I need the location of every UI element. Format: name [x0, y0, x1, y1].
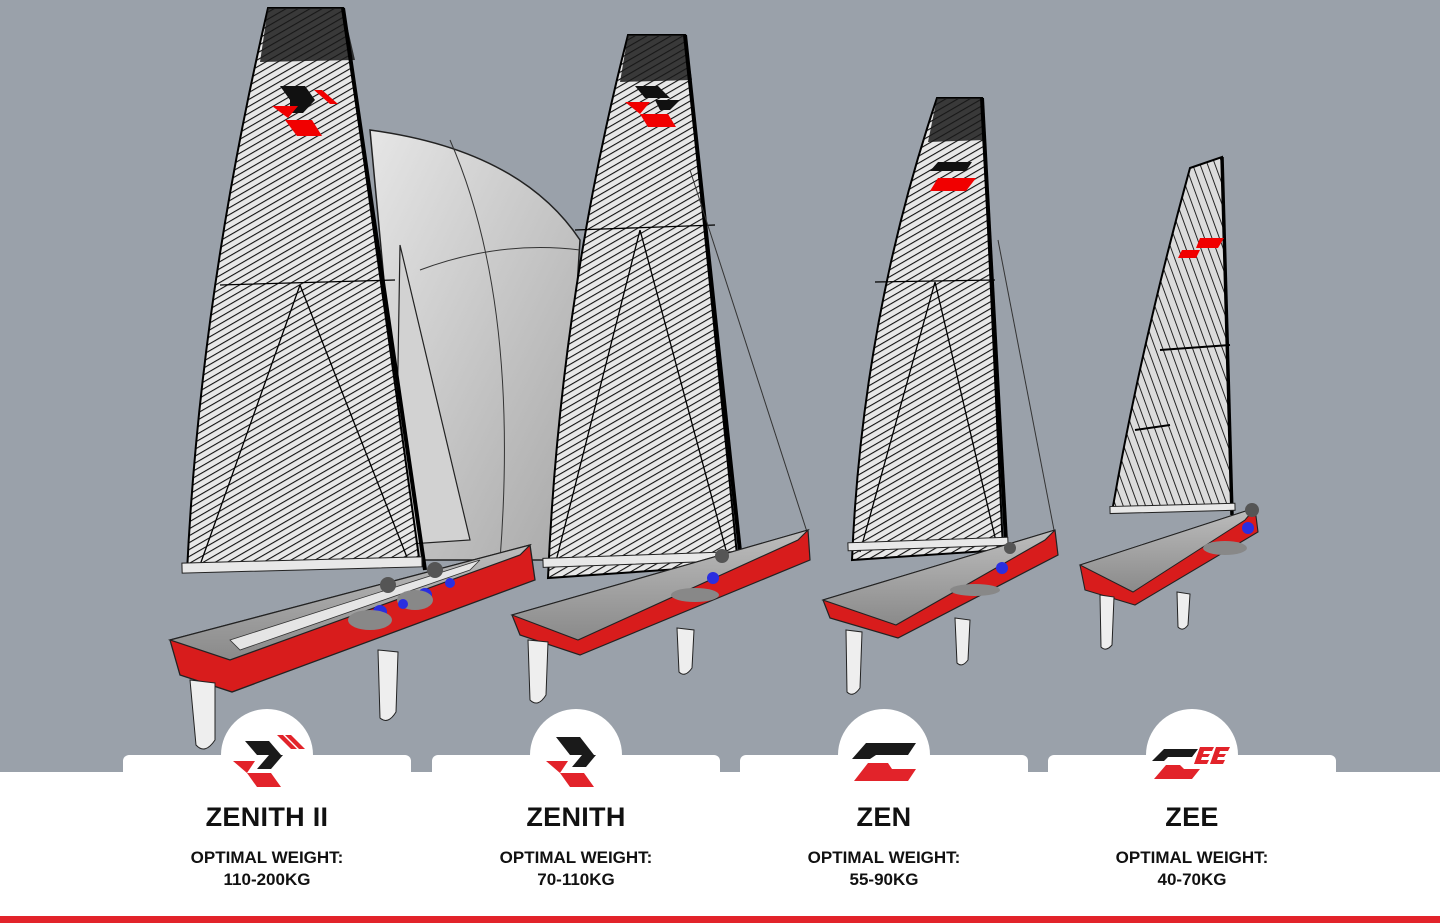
boat-zenith [510, 34, 811, 704]
model-card-zenith[interactable]: ZENITH OPTIMAL WEIGHT: 70-110KG [432, 709, 720, 917]
zenith-ii-logo-badge [221, 709, 313, 801]
zenith-logo-badge [530, 709, 622, 801]
weight-label: OPTIMAL WEIGHT: [499, 848, 653, 867]
model-card-zee[interactable]: ZEE OPTIMAL WEIGHT: 40-70KG [1048, 709, 1336, 917]
zenith-ii-logo-icon [233, 735, 305, 787]
boat-zen [821, 97, 1059, 695]
footer-accent-line [0, 916, 1440, 923]
zen-logo-icon [852, 743, 916, 781]
weight-range: 70-110KG [537, 870, 615, 889]
boat-zenith-ii [167, 7, 581, 750]
model-name: ZENITH [526, 802, 626, 832]
weight-label: OPTIMAL WEIGHT: [190, 848, 344, 867]
weight-range: 40-70KG [1157, 870, 1227, 889]
model-name: ZEN [856, 802, 912, 832]
model-card-zenith-ii[interactable]: ZENITH II OPTIMAL WEIGHT: 110-200KG [123, 709, 411, 917]
zee-logo-badge [1146, 709, 1238, 801]
weight-range: 55-90KG [849, 870, 919, 889]
sailboat-illustration [167, 7, 1259, 750]
model-name: ZEE [1165, 802, 1219, 832]
optimal-weight: OPTIMAL WEIGHT: 55-90KG [740, 847, 1028, 891]
weight-range: 110-200KG [223, 870, 311, 889]
zen-logo-badge [838, 709, 930, 801]
weight-label: OPTIMAL WEIGHT: [1115, 848, 1269, 867]
boat-zee [1078, 155, 1259, 650]
model-name: ZENITH II [205, 802, 329, 832]
weight-label: OPTIMAL WEIGHT: [807, 848, 961, 867]
zee-logo-icon [1152, 747, 1230, 779]
zenith-logo-icon [546, 737, 596, 787]
optimal-weight: OPTIMAL WEIGHT: 110-200KG [123, 847, 411, 891]
optimal-weight: OPTIMAL WEIGHT: 40-70KG [1048, 847, 1336, 891]
model-card-zen[interactable]: ZEN OPTIMAL WEIGHT: 55-90KG [740, 709, 1028, 917]
crew-figures [348, 562, 455, 630]
optimal-weight: OPTIMAL WEIGHT: 70-110KG [432, 847, 720, 891]
